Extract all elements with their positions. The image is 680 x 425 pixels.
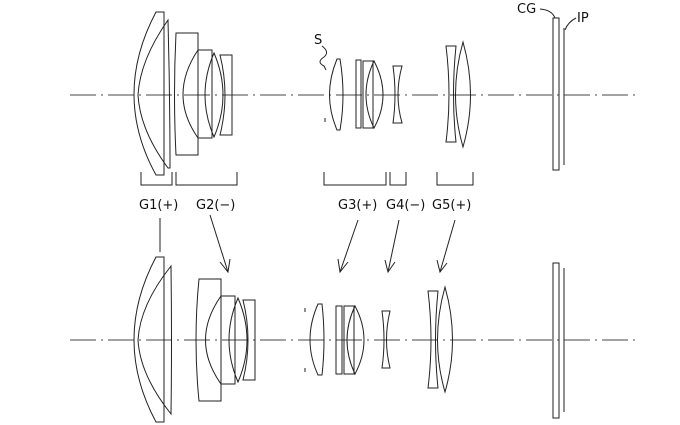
- group-g4-top: [392, 65, 403, 124]
- lens-element: [392, 65, 403, 124]
- group-g2-bottom: [195, 278, 256, 402]
- lens-element: [137, 18, 171, 169]
- lens-element: [329, 58, 344, 131]
- group-g5-bottom: [427, 285, 453, 394]
- group-g3-bottom: [309, 303, 365, 376]
- lens-element: [381, 310, 391, 369]
- group-g3-top: [329, 58, 384, 131]
- lens-element: [362, 60, 374, 129]
- arrow-g2: [209, 214, 231, 274]
- group-g1-top: [133, 11, 171, 176]
- bracket-g5: [436, 172, 474, 186]
- lens-element: [195, 278, 222, 402]
- label-g3: G3(+): [338, 198, 377, 213]
- aperture-stop-top: S: [314, 33, 328, 122]
- arrow-g5: [436, 219, 456, 274]
- lens-element: [437, 285, 453, 394]
- cover-glass-label: CG: [517, 2, 536, 17]
- label-g2: G2(−): [196, 198, 235, 213]
- image-plane-leader: [564, 17, 577, 31]
- lens-element: [174, 32, 199, 156]
- lens-element: [346, 304, 365, 376]
- group-g5-top: [445, 40, 471, 149]
- lens-element: [242, 299, 256, 381]
- lens-element: [205, 295, 236, 385]
- bracket-g2: [175, 172, 238, 186]
- lens-element: [133, 11, 165, 176]
- image-plane-label: IP: [577, 11, 589, 26]
- lens-element: [219, 54, 233, 136]
- arrow-g4: [384, 219, 400, 274]
- lens-element: [137, 264, 172, 416]
- cover-glass-leader: [539, 8, 556, 19]
- lens-element: [427, 290, 439, 389]
- group-g4-bottom: [381, 310, 391, 369]
- arrow-g3: [337, 219, 359, 274]
- lens-element: [365, 59, 384, 130]
- lens-element: [309, 303, 325, 376]
- bracket-g3: [323, 172, 387, 186]
- lens-element: [335, 305, 343, 375]
- lens-element: [445, 45, 457, 143]
- group-g2-top: [174, 32, 233, 156]
- lens-element: [182, 49, 213, 139]
- stop-label: S: [314, 33, 322, 48]
- cover-glass-bottom: [552, 262, 560, 419]
- label-g4: G4(−): [386, 198, 425, 213]
- lens-element: [343, 305, 355, 375]
- bracket-g4: [389, 172, 407, 186]
- group-g1-bottom: [133, 256, 172, 423]
- label-g1: G1(+): [139, 198, 178, 213]
- lens-element: [228, 296, 248, 384]
- stop-leader: [319, 45, 328, 71]
- cover-glass-top: [552, 17, 560, 171]
- lens-element: [455, 40, 471, 149]
- lens-element: [355, 59, 362, 129]
- label-g5: G5(+): [432, 198, 471, 213]
- lens-element: [133, 256, 165, 423]
- bracket-g1: [140, 172, 173, 186]
- lens-element: [204, 51, 224, 139]
